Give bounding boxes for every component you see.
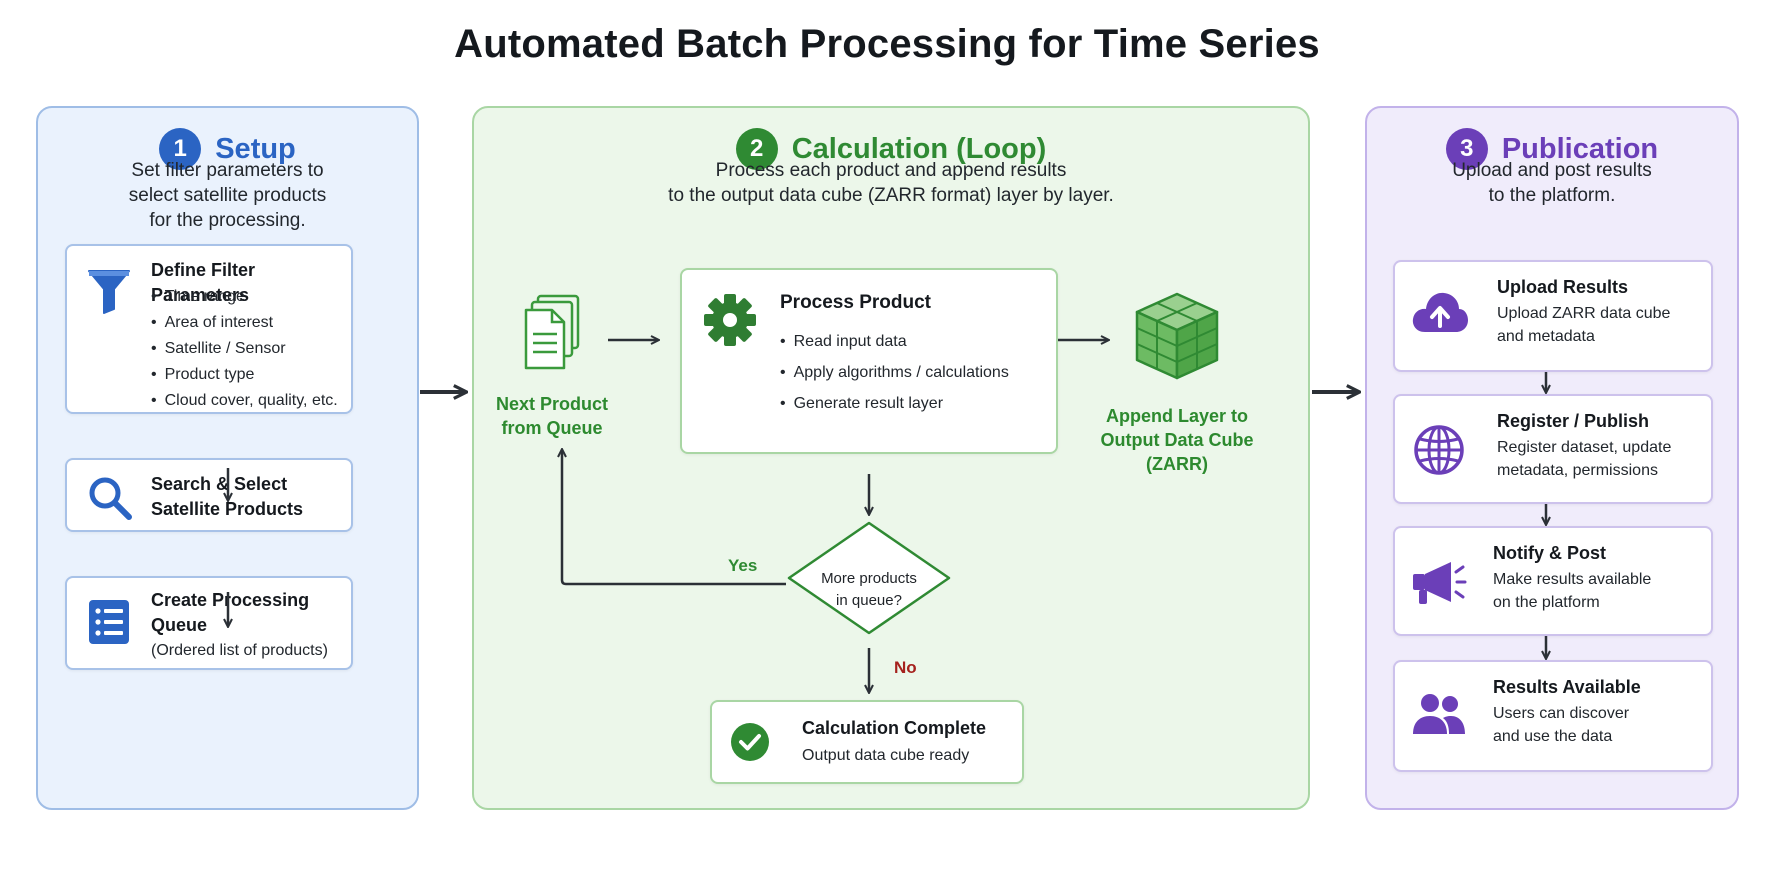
pub-card-text: Make results available on the platform [1493,571,1652,611]
filter-parameter-list: Time range Area of interest Satellite / … [151,284,338,414]
setup-header: 1 Setup [38,128,417,170]
results-available-card: Results Available Users can discover and… [1393,660,1713,772]
complete-card-title: Calculation Complete [802,718,987,738]
no-label: No [894,658,917,677]
list-item: Read input data [780,326,1009,357]
next-product-label: Next Product from Queue [495,394,609,438]
documents-icon [524,294,580,370]
publication-description: Upload and post results to the platform. [1452,160,1652,206]
calculation-panel: 2 Calculation (Loop) Process each produc… [472,106,1310,810]
list-item: Time range [151,284,338,310]
list-item: Satellite / Sensor [151,336,338,362]
megaphone-icon [1413,562,1467,604]
decision-diamond [787,521,951,635]
process-step-list: Read input data Apply algorithms / calcu… [780,326,1009,419]
calculation-complete-card: Calculation Complete Output data cube re… [710,700,1024,784]
cloud-upload-icon [1412,292,1468,332]
publication-header: 3 Publication [1367,128,1737,170]
process-product-card: Process Product Read input data Apply al… [680,268,1058,454]
gear-icon [704,294,756,346]
calculation-description: Process each product and append results … [668,160,1114,206]
queue-card-subtitle: (Ordered list of products) [151,642,328,659]
upload-results-card: Upload Results Upload ZARR data cube and… [1393,260,1713,372]
globe-icon [1414,425,1464,475]
pub-card-title: Notify & Post [1493,543,1607,563]
setup-description: Set filter parameters to select satellit… [128,160,327,231]
search-icon [89,477,132,520]
calculation-title: Calculation (Loop) [791,132,1047,165]
list-item: Product type [151,362,338,388]
process-card-title: Process Product [780,292,931,313]
list-item: Area of interest [151,310,338,336]
append-layer-label: Append Layer to Output Data Cube (ZARR) [1100,406,1254,474]
pub-card-text: Upload ZARR data cube and metadata [1497,305,1671,345]
step-3-badge: 3 [1445,128,1488,170]
queue-card-title: Create Processing Queue [151,590,310,635]
processing-queue-card: Create Processing Queue (Ordered list of… [65,576,353,670]
pub-card-text: Register dataset, update metadata, permi… [1497,439,1672,479]
publication-panel: 3 Publication Upload and post results to… [1365,106,1739,810]
data-cube-icon [1135,292,1219,380]
register-publish-card: Register / Publish Register dataset, upd… [1393,394,1713,504]
publication-title: Publication [1501,132,1659,165]
arrow-yes-loop [562,450,786,586]
search-select-card: Search & Select Satellite Products [65,458,353,532]
list-item: Generate result layer [780,388,1009,419]
calculation-header: 2 Calculation (Loop) [474,128,1308,170]
notify-post-card: Notify & Post Make results available on … [1393,526,1713,636]
setup-title: Setup [215,132,296,165]
pub-card-title: Results Available [1493,677,1641,697]
step-2-badge: 2 [735,128,778,170]
search-card-title: Search & Select Satellite Products [151,474,304,519]
step-1-badge: 1 [159,128,202,170]
list-icon [89,600,129,644]
check-circle-icon [731,723,769,761]
list-item: Cloud cover, quality, etc. [151,388,338,414]
yes-label: Yes [728,556,758,575]
page-title: Automated Batch Processing for Time Seri… [454,22,1320,66]
pub-card-text: Users can discover and use the data [1493,705,1630,745]
pub-card-title: Upload Results [1497,277,1629,297]
pub-card-title: Register / Publish [1497,411,1650,431]
filter-icon [88,270,130,314]
decision-question: More products in queue? [821,570,917,609]
setup-panel: 1 Setup Set filter parameters to select … [36,106,419,810]
users-icon [1413,694,1465,734]
filter-parameters-card: Define Filter Parameters Time range Area… [65,244,353,414]
list-item: Apply algorithms / calculations [780,357,1009,388]
complete-card-subtitle: Output data cube ready [802,747,970,764]
